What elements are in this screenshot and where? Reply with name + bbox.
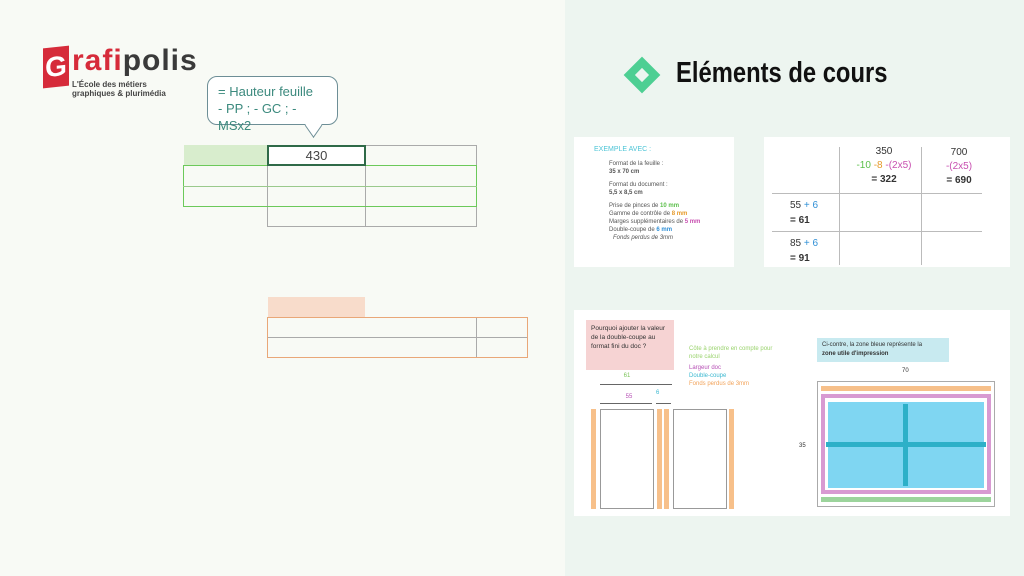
col1-top: 350 xyxy=(875,146,893,157)
col1-a: -10 xyxy=(856,160,871,171)
row2-result: = 91 xyxy=(790,253,810,264)
example-line: Prise de pinces de 10 mm xyxy=(609,203,680,209)
bleed-text: Fonds perdus de 3mm xyxy=(613,235,674,241)
legend-title: Côte à prendre en compte pour notre calc… xyxy=(689,346,773,360)
height-label: 35 xyxy=(799,443,806,449)
sheet-label: Format de la feuille : xyxy=(609,161,664,167)
header-highlight xyxy=(184,145,267,166)
example-line: Marges supplémentaires de 5 mm xyxy=(609,219,701,225)
selected-cell[interactable]: 430 xyxy=(267,145,366,166)
logo-wordmark: rafipolis xyxy=(72,44,198,77)
grid-line xyxy=(183,186,477,187)
row2-b: + 6 xyxy=(803,238,819,249)
dim-doc: 55 xyxy=(625,394,633,400)
dim-cut: 6 xyxy=(656,390,660,396)
col1-b: -8 xyxy=(873,160,883,171)
panel-title: Eléments de cours xyxy=(676,57,888,89)
orange-header xyxy=(268,297,365,317)
doc-value: 5,5 x 8,5 cm xyxy=(609,190,643,196)
example-line: Gamme de contrôle de 8 mm xyxy=(609,211,688,217)
sheet-value: 35 x 70 cm xyxy=(609,169,640,175)
row1-b: + 6 xyxy=(803,200,819,211)
logo-mark: G xyxy=(43,45,69,89)
doc-label: Format du document : xyxy=(609,182,668,188)
col1-c: -(2x5) xyxy=(885,160,912,171)
formula-callout: = Hauteur feuille- PP ; - GC ; - MSx2 xyxy=(207,76,338,133)
orange-table xyxy=(267,317,528,358)
example-line: Double-coupe de 6 mm xyxy=(609,227,673,233)
row1-a: 55 xyxy=(790,200,802,211)
col2-result: = 690 xyxy=(946,175,972,186)
dim-total: 61 xyxy=(623,373,631,379)
col2-c: -(2x5) xyxy=(945,161,973,172)
question-box: Pourquoi ajouter la valeur de la double-… xyxy=(586,320,674,370)
row1-result: = 61 xyxy=(790,215,810,226)
calc-card: 350 -10 -8 -(2x5) = 322 700 -(2x5) = 690… xyxy=(764,137,1010,267)
grid-line xyxy=(476,318,477,357)
diagram-card: Pourquoi ajouter la valeur de la double-… xyxy=(574,310,1010,516)
example-card: EXEMPLE AVEC : Format de la feuille : 35… xyxy=(574,137,734,267)
row2-a: 85 xyxy=(790,238,802,249)
col2-top: 700 xyxy=(950,147,968,158)
width-label: 70 xyxy=(902,368,909,374)
legend-item: Fonds perdus de 3mm xyxy=(689,381,750,387)
example-heading: EXEMPLE AVEC : xyxy=(594,146,652,153)
grid-line xyxy=(268,337,527,338)
legend-item: Double-coupe xyxy=(689,373,727,379)
sheet xyxy=(817,381,995,507)
col1-result: = 322 xyxy=(871,174,897,185)
legend-item: Largeur doc xyxy=(689,365,722,371)
